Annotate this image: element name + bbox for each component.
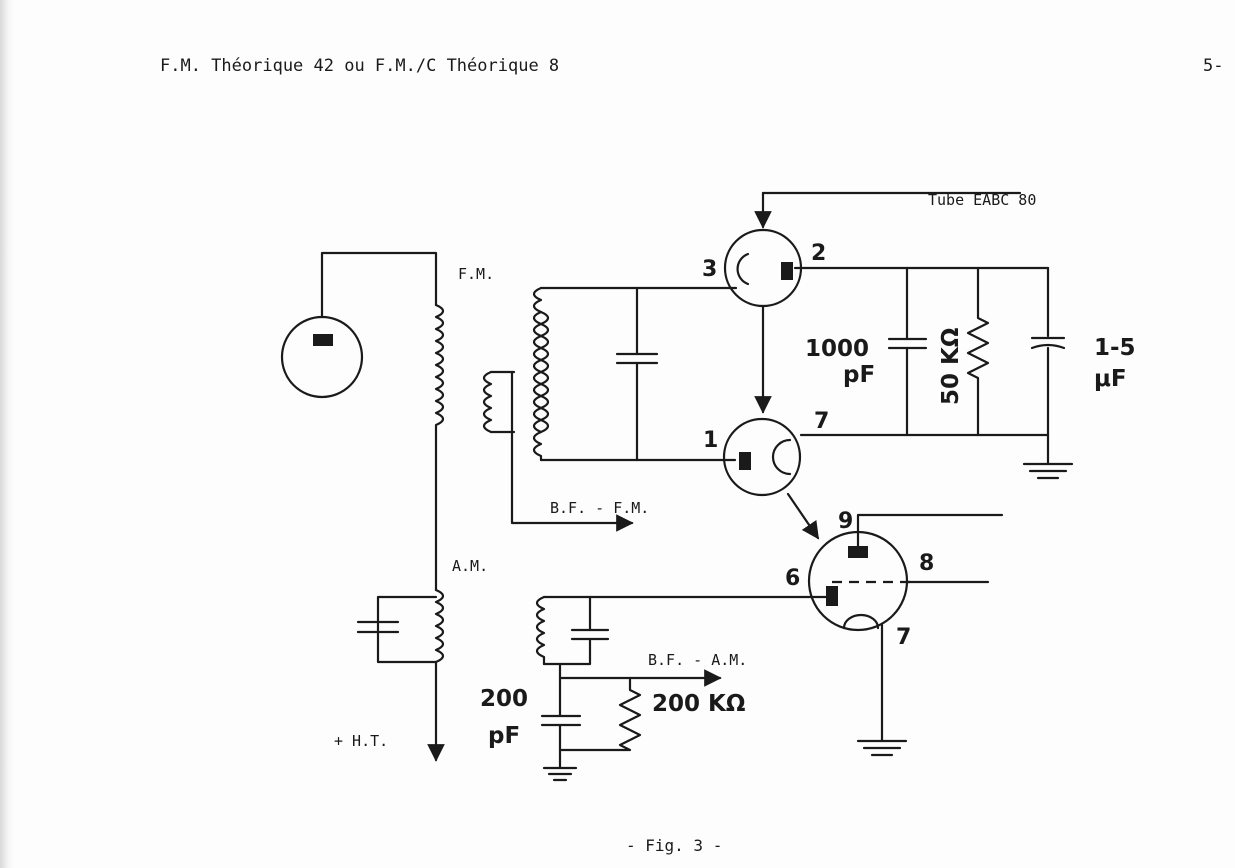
pin-8-label: 8: [919, 551, 934, 576]
bf-fm-output-label: B.F. - F.M.: [550, 499, 649, 517]
fm-label: F.M.: [458, 265, 494, 283]
am-label: A.M.: [452, 557, 488, 575]
fm-secondary-coil: [482, 286, 738, 532]
pin-9-label: 9: [838, 509, 853, 534]
pin-1-label: 1: [703, 428, 718, 453]
ht-supply-label: + H.T.: [334, 732, 388, 750]
pin-3-label: 3: [702, 257, 717, 282]
pin-7-bottom-label: 7: [896, 625, 911, 650]
pin-7-top-label: 7: [814, 409, 829, 434]
cap-200pf-value: 200: [480, 686, 528, 712]
bf-am-output-label: B.F. - A.M.: [648, 651, 747, 669]
resistor-200k-value: 200 KΩ: [652, 691, 745, 717]
cap-1-5uf-value: 1-5: [1094, 335, 1136, 361]
am-secondary-coil: [535, 595, 828, 782]
scan-edge-shadow: [0, 0, 14, 868]
page-header-title: F.M. Théorique 42 ou F.M./C Théorique 8: [160, 56, 560, 76]
cap-200pf-unit: pF: [488, 723, 520, 749]
triode-tube: [807, 513, 1004, 757]
page-number: 5-: [1203, 56, 1224, 76]
diode-tube-middle: [722, 417, 820, 540]
tube-type-label: Tube EABC 80: [928, 191, 1036, 209]
figure-caption: - Fig. 3 -: [626, 836, 723, 855]
am-primary-coil: [356, 588, 445, 762]
cap-1000pf-value: 1000: [805, 336, 869, 362]
cap-1000pf-unit: pF: [843, 362, 875, 388]
detector-load-network: [793, 266, 1074, 480]
if-tube-symbol: [280, 251, 438, 399]
cap-1-5uf-unit: μF: [1094, 366, 1127, 392]
fm-primary-coil: [434, 303, 445, 592]
pin-6-label: 6: [785, 566, 800, 591]
pin-2-label: 2: [811, 241, 826, 266]
resistor-50k-value: 50 KΩ: [938, 328, 964, 405]
